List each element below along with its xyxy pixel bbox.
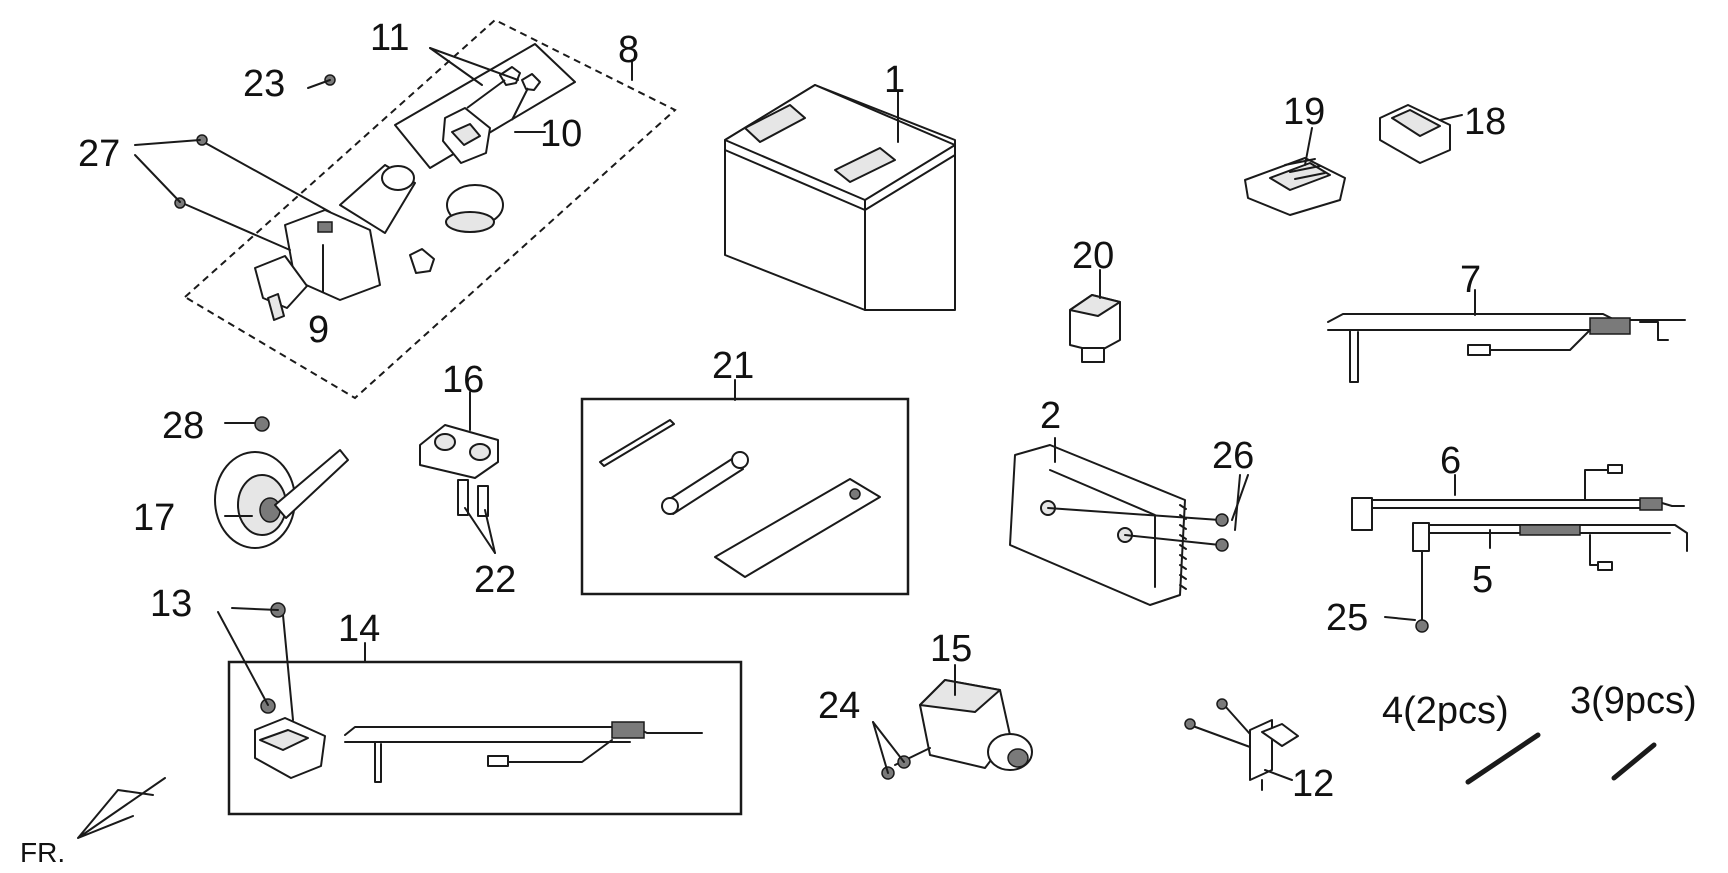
kit-outline-14 [227, 660, 743, 816]
callout-7: 7 [1460, 259, 1481, 301]
leader-lines [134, 47, 1491, 781]
callout-23: 23 [243, 63, 285, 105]
callout-15: 15 [930, 628, 972, 670]
harness-part-5 [1412, 522, 1688, 633]
horn-part-17 [214, 416, 349, 549]
front-arrow-icon [77, 777, 166, 839]
fuse-holder-part-19 [1244, 157, 1346, 216]
ignition-switch-kit-group [174, 18, 677, 400]
sensor-body [254, 717, 326, 779]
bolt-28 [254, 416, 270, 432]
kit-outline-21 [580, 397, 910, 596]
front-direction-marker [77, 777, 166, 839]
callout-19: 19 [1283, 91, 1325, 133]
front-label: FR. [20, 837, 65, 868]
lock-pin [409, 248, 435, 274]
callout-11: 11 [370, 17, 409, 59]
bolt-25 [1415, 619, 1429, 633]
cable-tie-part-3 [1611, 742, 1657, 781]
sensor-harness-group [227, 602, 743, 816]
harness-part-6 [1351, 464, 1685, 531]
switch-part-12 [1184, 698, 1299, 791]
callout-3: 3(9pcs) [1570, 680, 1697, 722]
callout-27: 27 [78, 133, 120, 175]
callout-17: 17 [133, 497, 175, 539]
callout-14: 14 [338, 608, 380, 650]
callout-6: 6 [1440, 440, 1461, 482]
relay-part-20 [1069, 294, 1121, 363]
bolt-26a [1215, 513, 1229, 527]
fuse-cover-part-18 [1379, 104, 1451, 164]
bolt-26b [1215, 538, 1229, 552]
harness-part-7 [1327, 313, 1686, 383]
callout-26: 26 [1212, 435, 1254, 477]
solenoid-part-15 [881, 679, 1033, 780]
callout-labels: 1 2 3(9pcs) 4(2pcs) 5 6 7 8 9 10 11 12 1… [20, 17, 1697, 868]
callout-16: 16 [442, 359, 484, 401]
screwdriver [599, 419, 675, 467]
key-11a [466, 66, 521, 109]
callout-22: 22 [474, 559, 516, 601]
callout-1: 1 [884, 59, 905, 101]
battery-part-1 [724, 84, 956, 311]
callout-2: 2 [1040, 395, 1061, 437]
tool-kit-group [580, 397, 910, 596]
bolt-22b [477, 485, 489, 517]
bolt-22a [457, 479, 469, 516]
callout-20: 20 [1072, 235, 1114, 277]
kit-outline-8 [183, 18, 677, 400]
cable-tie-part-4 [1465, 732, 1541, 785]
callout-18: 18 [1464, 101, 1506, 143]
callout-5: 5 [1472, 559, 1493, 601]
callout-21: 21 [712, 345, 754, 387]
callout-9: 9 [308, 309, 329, 351]
callout-10: 10 [540, 113, 582, 155]
key-set-outline-10 [394, 43, 576, 169]
callout-8: 8 [618, 29, 639, 71]
bracket-part-16 [419, 424, 499, 517]
callout-13: 13 [150, 583, 192, 625]
regulator-part-2 [1009, 444, 1229, 606]
tool-bag [714, 478, 881, 578]
callout-4: 4(2pcs) [1382, 690, 1509, 732]
callout-28: 28 [162, 405, 204, 447]
callout-12: 12 [1292, 763, 1334, 805]
nut-13b [260, 698, 276, 714]
callout-25: 25 [1326, 597, 1368, 639]
callout-24: 24 [818, 685, 860, 727]
key-11b [511, 73, 541, 121]
